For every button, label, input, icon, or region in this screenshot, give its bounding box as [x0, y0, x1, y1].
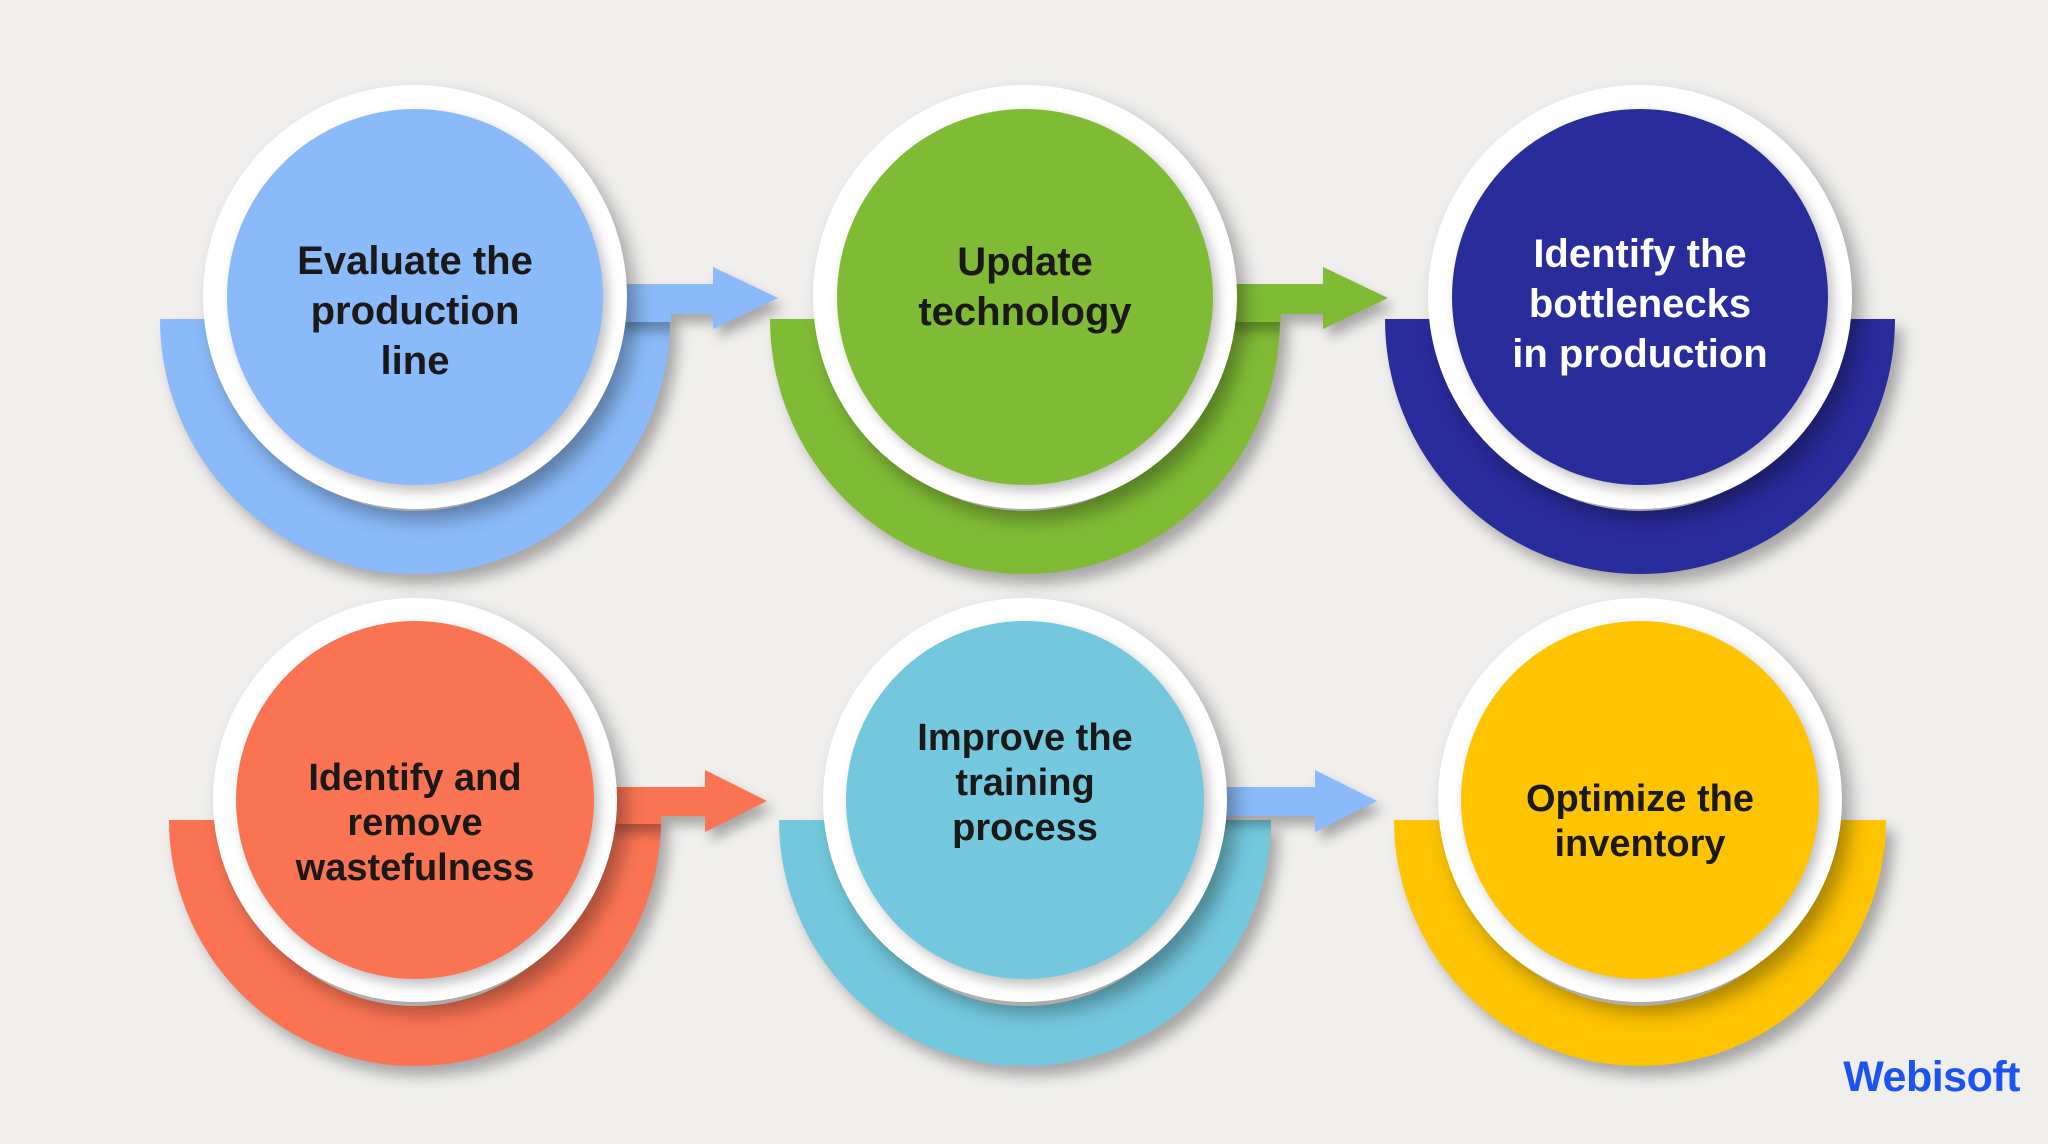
node-shape-optimize-inventory — [1394, 598, 1886, 1066]
half-ring-arc — [770, 318, 1280, 574]
arrow-head — [1315, 770, 1377, 832]
node-shape-evaluate-production-line — [160, 85, 778, 574]
node-shape-identify-bottlenecks — [1385, 85, 1895, 574]
node-circle — [227, 109, 603, 485]
half-ring-arc — [1394, 819, 1886, 1066]
node-shape-update-technology — [770, 85, 1388, 574]
node-shape-remove-wastefulness — [169, 598, 767, 1066]
node-circle — [1452, 109, 1828, 485]
node-circle — [1461, 621, 1819, 979]
node-shape-improve-training — [779, 598, 1377, 1066]
half-ring-arc — [169, 819, 661, 1066]
half-ring-arc — [779, 819, 1271, 1066]
half-ring-arc — [160, 318, 670, 574]
arrow-head — [1323, 267, 1388, 329]
node-circle — [846, 621, 1204, 979]
half-ring-arc — [1385, 318, 1895, 574]
arrow-head — [713, 267, 778, 329]
arrow-head — [705, 770, 767, 832]
node-circle — [236, 621, 594, 979]
node-circle — [837, 109, 1213, 485]
brand-logo: Webisoft — [1843, 1053, 2020, 1101]
